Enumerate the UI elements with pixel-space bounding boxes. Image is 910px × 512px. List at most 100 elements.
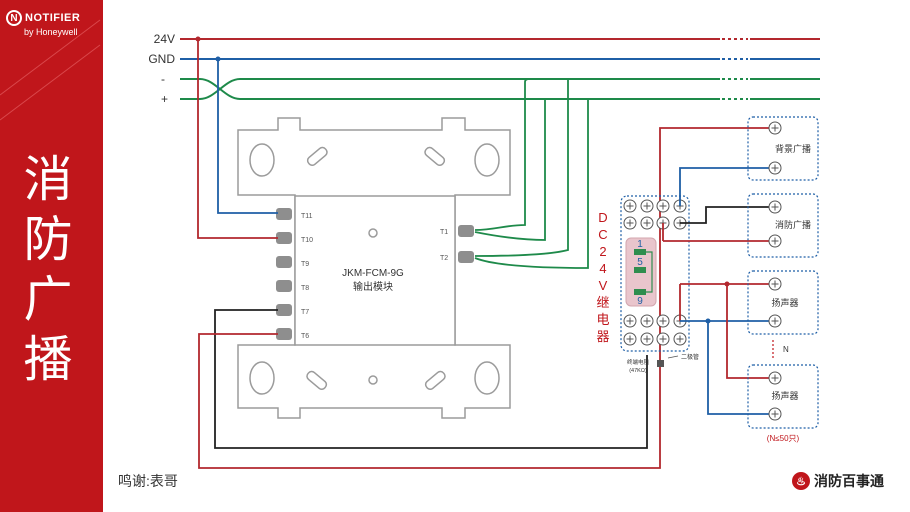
- wire-t1-plus: [474, 99, 546, 241]
- wire-spk2-plus: [726, 284, 775, 379]
- junction-dot: [705, 318, 711, 324]
- fire-icon: ♨: [792, 472, 810, 490]
- speaker2-box: [747, 364, 819, 429]
- terminal-t2: [458, 251, 474, 263]
- terminal-t7: [276, 304, 292, 316]
- coil-pin-5: [634, 267, 646, 273]
- diode-leader: [667, 355, 679, 359]
- relay-label-char: 2: [599, 244, 606, 259]
- coil-pin-1: [634, 249, 646, 255]
- relay-label-char: V: [599, 278, 608, 293]
- notifier-logo: N NOTIFIER: [6, 10, 80, 26]
- wire-fire-plus: [680, 206, 775, 224]
- mount-hole: [249, 143, 275, 177]
- terminal-t9: [276, 256, 292, 268]
- fire-broadcast-box: [747, 193, 819, 258]
- module-led: [368, 228, 378, 238]
- speaker1-label: 扬声器: [771, 297, 798, 308]
- coil-label: 1: [637, 239, 643, 250]
- relay-label-char: C: [598, 227, 607, 242]
- n-label: N: [783, 345, 789, 354]
- coil-label: 5: [637, 257, 643, 268]
- wire-spk2-minus: [707, 321, 775, 415]
- junction-dot: [724, 281, 730, 287]
- relay-top-terminals: [623, 199, 687, 230]
- decor-line: [0, 19, 101, 96]
- label-minus: -: [161, 72, 165, 86]
- wire-gnd-t11: [217, 59, 278, 214]
- sidebar-banner: N NOTIFIER by Honeywell 消 防 广 播: [0, 0, 103, 512]
- diode-label: 二极管: [681, 353, 699, 361]
- logo-text: NOTIFIER: [25, 12, 81, 24]
- bus-minus-line: [180, 78, 720, 100]
- relay-vertical-label: D C 2 4 V 继 电 器: [596, 210, 609, 344]
- mount-slot: [424, 370, 446, 391]
- decor-line: [0, 44, 101, 121]
- fire-broadcast-label: 消防广播: [775, 219, 811, 230]
- terminal-label: T9: [301, 261, 309, 268]
- footer-brand: ♨ 消防百事通: [792, 471, 884, 491]
- wire-t2-minus: [474, 79, 569, 257]
- speaker2-label: 扬声器: [771, 390, 798, 401]
- coil-link: [646, 251, 653, 293]
- terminal-label: T6: [301, 333, 309, 340]
- bg-broadcast-box: [747, 116, 819, 181]
- terminal-t8: [276, 280, 292, 292]
- resistor-label: 终端电阻: [627, 358, 650, 366]
- terminal-label: T11: [301, 213, 313, 220]
- title-char: 消: [23, 151, 73, 208]
- logo-n-icon: N: [6, 10, 22, 26]
- label-gnd: GND: [148, 52, 175, 66]
- output-module: [294, 195, 456, 346]
- wire-24v-t10: [197, 39, 278, 239]
- speaker1-box: [747, 270, 819, 335]
- label-24v: 24V: [154, 32, 175, 46]
- mount-hole: [249, 361, 275, 395]
- module-name: 输出模块: [353, 280, 393, 293]
- relay-label-char: 电: [596, 312, 609, 327]
- label-plus: +: [161, 92, 168, 106]
- wire-bg-minus: [679, 167, 775, 206]
- terminal-label: T1: [440, 229, 448, 236]
- mount-slot: [306, 146, 328, 167]
- terminal-label: T8: [301, 285, 309, 292]
- resistor-icon: [657, 360, 664, 367]
- output-terminals: [768, 121, 782, 421]
- junction-dot: [195, 36, 201, 42]
- relay-outline: [620, 195, 690, 352]
- mount-hole: [474, 143, 500, 177]
- mount-screw: [368, 375, 378, 385]
- mount-hole: [474, 361, 500, 395]
- relay-label-char: D: [598, 210, 607, 225]
- title-char: 防: [23, 211, 73, 268]
- relay-label-char: 继: [596, 295, 609, 310]
- wire-t1-minus: [474, 78, 531, 231]
- terminal-t1: [458, 225, 474, 237]
- footer-credit: 鸣谢:表哥: [118, 473, 178, 489]
- terminal-t10: [276, 232, 292, 244]
- module-model: JKM-FCM-9G: [342, 268, 404, 279]
- limit-label: (N≤50只): [767, 434, 800, 443]
- footer-brand-text: 消防百事通: [814, 473, 884, 489]
- relay-bottom-terminals: [623, 314, 687, 346]
- resistor-value: (47KΩ): [629, 368, 647, 374]
- sidebar-title: 消 防 广 播: [18, 150, 78, 390]
- terminal-t11: [276, 208, 292, 220]
- coil-pin-9: [634, 289, 646, 295]
- wire-t6-relay: [198, 127, 775, 469]
- terminal-label: T7: [301, 309, 309, 316]
- bus-plus-line: [180, 78, 720, 100]
- terminals-left: [276, 208, 292, 340]
- mount-slot: [424, 146, 446, 167]
- terminal-t6: [276, 328, 292, 340]
- relay-label-char: 4: [599, 261, 606, 276]
- wire-t2-plus: [474, 99, 589, 269]
- terminal-label: T2: [440, 255, 448, 262]
- title-char: 播: [23, 331, 73, 388]
- mount-slot: [306, 370, 328, 391]
- wire-t7-relay: [214, 309, 648, 449]
- relay-label-char: 器: [596, 329, 609, 344]
- logo-subtitle: by Honeywell: [24, 27, 78, 37]
- terminal-label: T10: [301, 237, 313, 244]
